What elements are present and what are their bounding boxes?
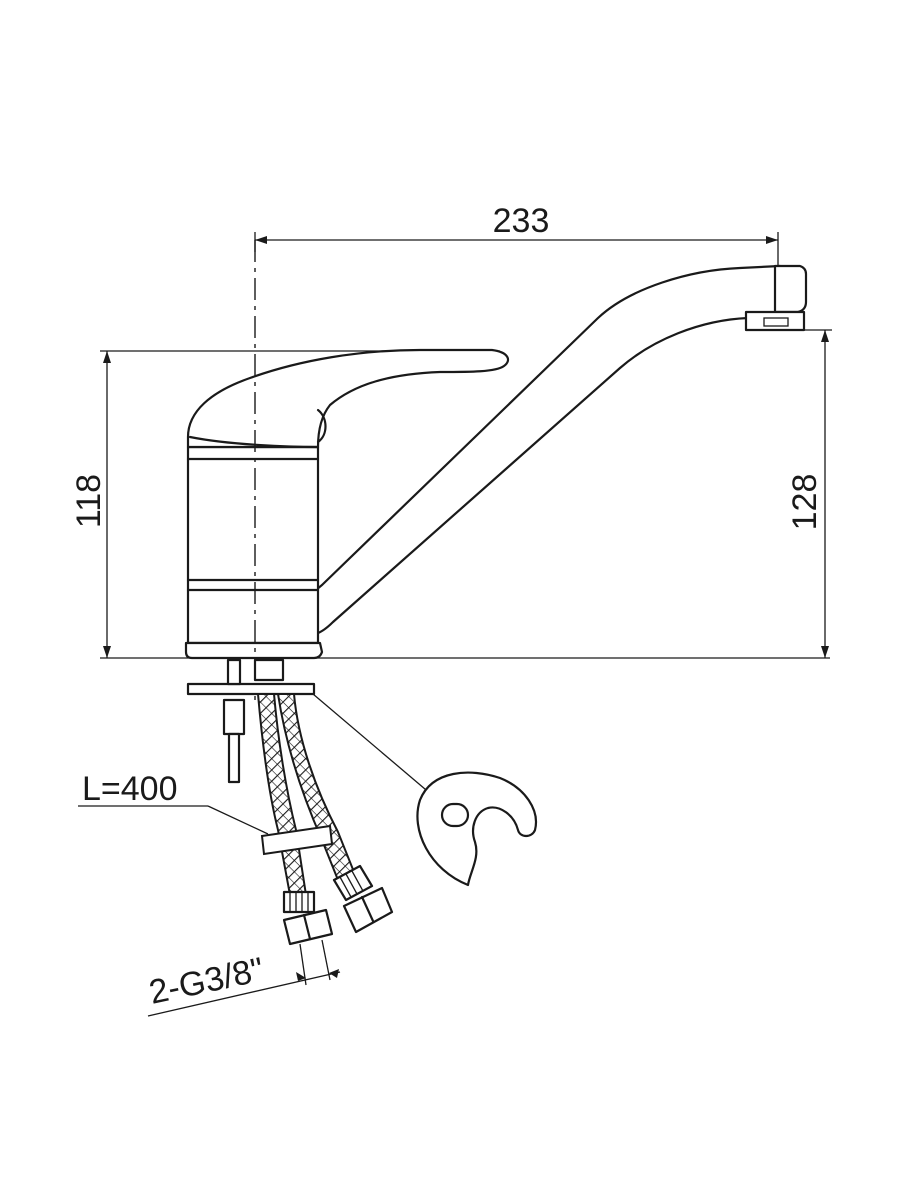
hose-length-label: L=400 [82,770,178,808]
spout-end [773,264,808,314]
aerator [744,310,806,332]
thread-underline [147,971,341,1017]
bracket-leader [312,693,433,796]
bracket-slot [440,802,470,828]
dimension-spout-height: 128 [785,329,832,658]
base-ring [184,641,324,660]
hose-length-callout: L=400 [78,770,269,835]
aerator-grille [763,317,789,327]
mounting-plate [186,682,316,696]
faucet-body [184,264,808,660]
thread-callout: 2-G3/8" [146,939,341,1017]
hose-length-leader [207,805,269,835]
flex-hoses [256,693,394,946]
mounting-stud-nut [222,698,246,736]
spout [304,264,782,637]
mounting-stud-top [226,658,242,686]
body-height-label: 118 [70,474,108,528]
mounting-nut [253,658,285,682]
spout-height-label: 128 [786,474,824,531]
mounting-hardware [186,658,538,887]
mounting-stud [227,732,241,784]
horseshoe-bracket [416,771,538,887]
reach-label: 233 [493,202,550,240]
hose-right-collar [332,864,374,902]
hose-left-collar [282,890,316,914]
mixer-body [186,445,320,645]
thread-extension-right [321,939,331,981]
lever-handle [186,348,510,449]
hose-break [260,824,334,856]
